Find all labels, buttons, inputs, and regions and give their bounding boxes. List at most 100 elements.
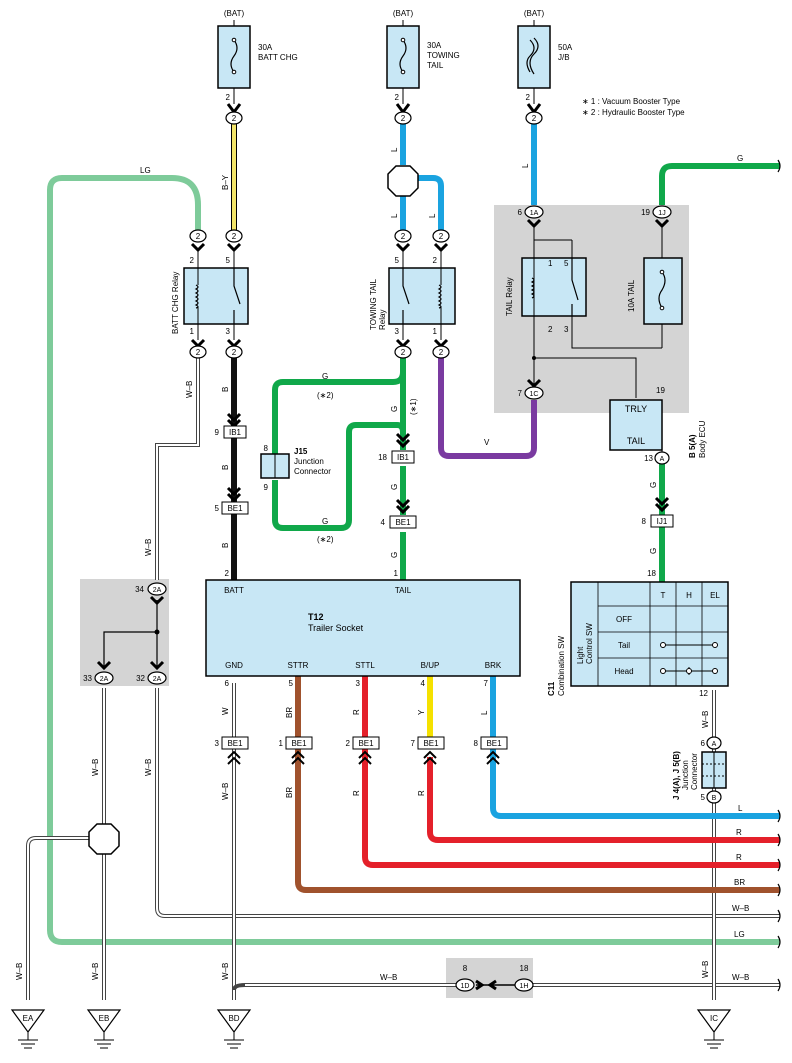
svg-text:2: 2 — [401, 232, 406, 241]
svg-text:2A: 2A — [153, 676, 162, 683]
svg-text:W–B: W–B — [144, 759, 153, 776]
svg-text:G: G — [390, 552, 399, 558]
connector-be1-batt: BE1 5 — [215, 486, 249, 515]
ground-bd: BD — [216, 1009, 252, 1049]
svg-text:5: 5 — [701, 793, 706, 802]
svg-text:LG: LG — [140, 166, 151, 175]
connector-be1-tail: BE1 4 — [381, 498, 417, 529]
fuse-batt-chg: (BAT) 30A BATT CHG 2 2 — [217, 9, 298, 125]
svg-text:Light: Light — [576, 646, 585, 664]
svg-text:(∗2): (∗2) — [317, 535, 334, 544]
svg-text:W–B: W–B — [221, 963, 230, 980]
svg-text:2A: 2A — [153, 587, 162, 594]
svg-text:2: 2 — [401, 348, 406, 357]
svg-text:2: 2 — [526, 93, 531, 102]
svg-text:9: 9 — [215, 428, 220, 437]
wire-br — [295, 676, 780, 893]
ground-eb: EB — [86, 1009, 122, 1049]
svg-text:8: 8 — [642, 517, 647, 526]
svg-text:BE1: BE1 — [395, 518, 411, 527]
svg-text:EB: EB — [99, 1014, 110, 1023]
svg-text:18: 18 — [647, 569, 656, 578]
svg-text:1: 1 — [190, 327, 195, 336]
svg-text:Connector: Connector — [690, 753, 699, 790]
trailer-socket: 2 1 BATT TAIL T12 Trailer Socket GND STT… — [205, 569, 521, 688]
svg-text:V: V — [484, 438, 490, 447]
connector-ij1: IJ1 8 — [642, 496, 674, 528]
svg-text:1A: 1A — [530, 210, 539, 217]
svg-text:19: 19 — [656, 386, 665, 395]
svg-text:32: 32 — [136, 674, 145, 683]
svg-text:2: 2 — [439, 348, 444, 357]
wire-labels: LG B–Y L L L L G W–B B B B G (∗2) G (∗1)… — [15, 147, 749, 982]
svg-text:2A: 2A — [100, 676, 109, 683]
svg-text:BE1: BE1 — [291, 739, 307, 748]
wire-ends — [777, 159, 781, 992]
svg-text:TOWING TAIL: TOWING TAIL — [369, 278, 378, 330]
svg-text:1: 1 — [548, 259, 553, 268]
svg-text:W–B: W–B — [91, 963, 100, 980]
junction-j4-j5: 6 A 5 B J 4(A), J 5(B) Junction Connecto… — [672, 736, 727, 804]
svg-text:7: 7 — [484, 679, 489, 688]
svg-text:Connector: Connector — [294, 467, 331, 476]
svg-text:1: 1 — [279, 739, 284, 748]
relay-batt-chg: 2 2 2 5 1 3 2 2 BATT CHG Relay — [171, 229, 249, 359]
svg-text:BATT: BATT — [224, 586, 244, 595]
svg-text:GND: GND — [225, 661, 243, 670]
svg-text:BRK: BRK — [485, 661, 502, 670]
wire-wb-2a — [103, 600, 158, 668]
svg-text:1: 1 — [433, 327, 438, 336]
wire-r-sttl — [362, 676, 780, 868]
svg-text:3: 3 — [564, 325, 569, 334]
wire-l-brk — [490, 676, 780, 819]
svg-text:2: 2 — [395, 93, 400, 102]
note-2: ∗ 2 : Hydraulic Booster Type — [582, 108, 685, 117]
svg-text:1J: 1J — [658, 210, 665, 217]
svg-text:T12: T12 — [308, 612, 324, 622]
svg-text:6: 6 — [225, 679, 230, 688]
svg-text:8: 8 — [463, 964, 468, 973]
svg-text:2: 2 — [439, 232, 444, 241]
svg-text:A: A — [660, 456, 665, 463]
svg-text:L: L — [390, 147, 399, 152]
svg-text:STTR: STTR — [288, 661, 309, 670]
svg-text:10A TAIL: 10A TAIL — [627, 279, 636, 312]
svg-text:8: 8 — [264, 444, 269, 453]
svg-text:30A: 30A — [258, 43, 273, 52]
svg-text:18: 18 — [378, 453, 387, 462]
svg-text:1C: 1C — [530, 391, 539, 398]
svg-text:W–B: W–B — [15, 963, 24, 980]
svg-text:Body ECU: Body ECU — [698, 420, 707, 458]
svg-text:Junction: Junction — [294, 457, 324, 466]
fuse-towing-tail: (BAT) 30A TOWING TAIL 2 2 — [386, 9, 460, 125]
body-ecu: 19 TRLY TAIL 13 A B 5(A) Body ECU — [609, 386, 707, 465]
svg-text:30A: 30A — [427, 41, 442, 50]
svg-text:7: 7 — [518, 389, 523, 398]
svg-text:LG: LG — [734, 930, 745, 939]
svg-text:TOWING: TOWING — [427, 51, 460, 60]
svg-text:5: 5 — [564, 259, 569, 268]
svg-text:W–B: W–B — [185, 381, 194, 398]
svg-text:(∗2): (∗2) — [317, 391, 334, 400]
connector-ib1-tail: IB1 18 — [378, 432, 415, 464]
svg-text:6: 6 — [518, 208, 523, 217]
svg-text:(BAT): (BAT) — [393, 9, 414, 18]
svg-text:Junction: Junction — [681, 760, 690, 790]
svg-text:W–B: W–B — [144, 539, 153, 556]
svg-text:W–B: W–B — [732, 904, 749, 913]
svg-text:2: 2 — [196, 232, 201, 241]
svg-text:TRLY: TRLY — [625, 404, 647, 414]
svg-text:12: 12 — [699, 689, 708, 698]
fuse-10a-tail: 19 1J 10A TAIL — [627, 205, 683, 348]
svg-text:6: 6 — [701, 739, 706, 748]
ground-ea: EA — [10, 1009, 46, 1049]
svg-text:1: 1 — [394, 569, 399, 578]
svg-text:2: 2 — [433, 256, 438, 265]
svg-text:EA: EA — [23, 1014, 34, 1023]
svg-text:3: 3 — [215, 739, 220, 748]
svg-text:Y: Y — [417, 709, 426, 715]
svg-text:2: 2 — [232, 348, 237, 357]
relay-towing-tail: 2 2 5 2 3 1 2 2 TOWING TAIL Relay — [369, 229, 456, 359]
svg-text:7: 7 — [411, 739, 416, 748]
svg-text:G: G — [390, 484, 399, 490]
